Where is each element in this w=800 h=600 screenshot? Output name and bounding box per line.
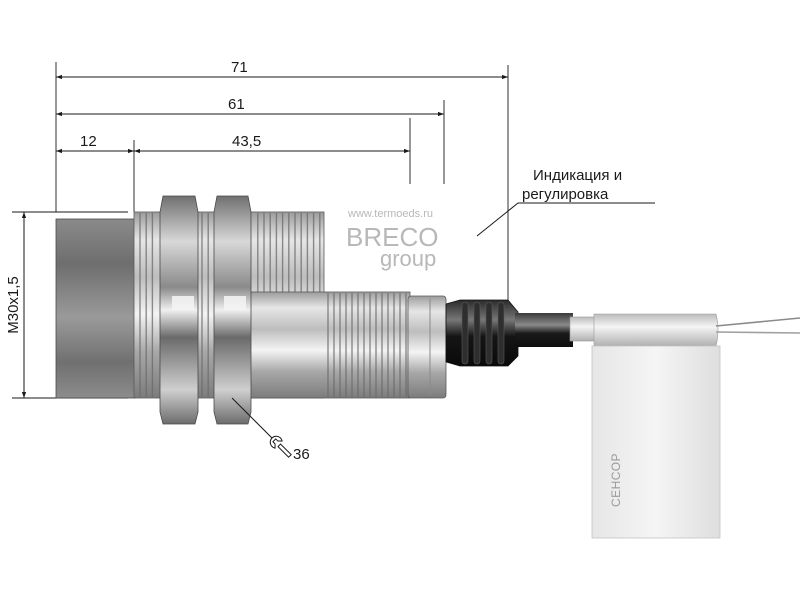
watermark-brand-top: BRECO [346,222,438,252]
wrench-leader [231,397,273,439]
wrench-icon [269,435,292,458]
nut-front [159,195,199,425]
cable-gland [445,299,519,367]
cable-tag [591,345,721,539]
wire-1 [715,317,800,327]
wrench-size: 36 [293,446,310,463]
heat-shrink [593,313,719,347]
rear-cap [407,295,447,399]
watermark-url: www.termoeds.ru [347,208,433,220]
indication-callout: Индикация и регулировка [476,167,655,237]
wrench-callout: 36 [231,397,310,463]
wire-2 [715,331,800,334]
watermark: www.termoeds.ru BRECO group [346,208,438,271]
dimension-labels: 71 61 12 43,5 M30x1,5 [5,59,261,334]
cable-tag-text: СЕНСОР [609,453,623,507]
cable [515,313,573,347]
dim-thread-to-rear: 43,5 [232,133,261,150]
sensor-body [55,195,447,425]
callout-line-2: регулировка [522,186,609,203]
dim-overall-length: 71 [231,59,248,76]
dimension-lines [21,74,508,398]
gland-rib [473,301,481,365]
gland-rib [485,301,493,365]
gland-rib [461,301,469,365]
dim-head-length: 12 [80,133,97,150]
gland-ribs [461,301,505,365]
callout-leader [476,202,655,237]
rear-thread [249,291,411,399]
gland-rib [497,301,505,365]
cable-assembly: СЕНСОР [445,299,800,539]
cable-sleeve [569,316,597,342]
thread-grooves-rear [327,293,407,397]
sensing-head [55,218,137,399]
dim-thread-spec: M30x1,5 [5,276,22,334]
callout-line-1: Индикация и [533,167,622,184]
dim-threaded-length: 61 [228,96,245,113]
nut-rear [213,195,252,425]
watermark-brand-bottom: group [380,246,436,271]
